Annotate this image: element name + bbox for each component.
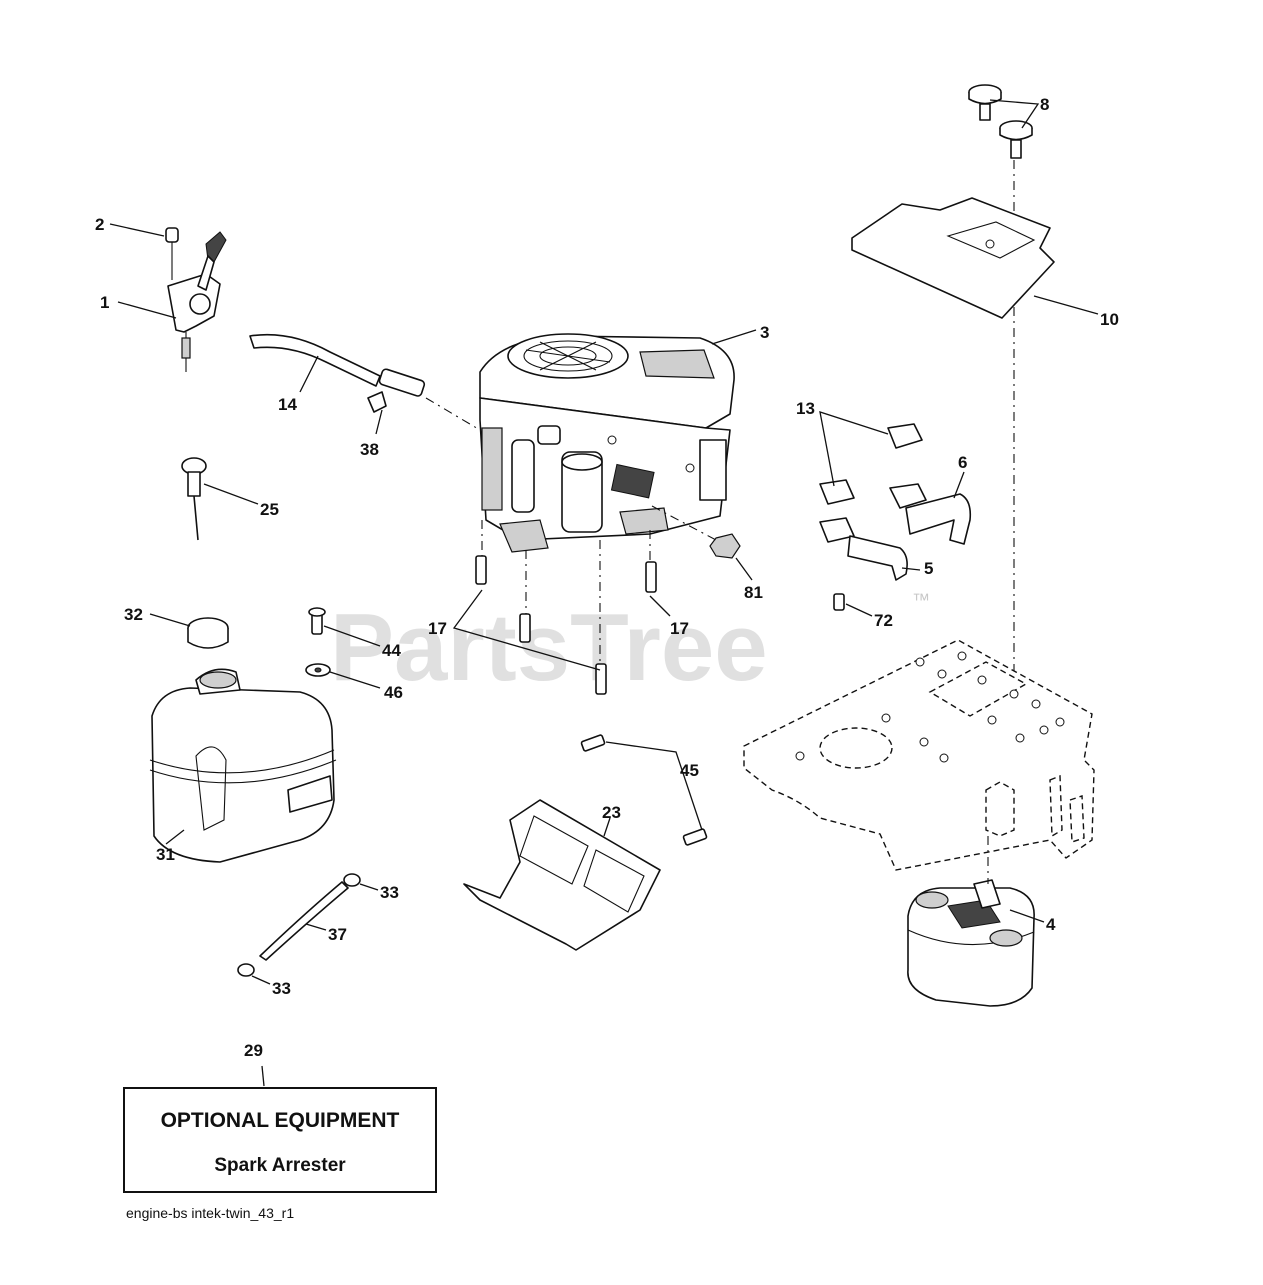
- callout-4: 4: [1046, 915, 1056, 934]
- part-38-fitting[interactable]: [367, 368, 426, 413]
- callout-31: 31: [156, 845, 175, 864]
- callout-81: 81: [744, 583, 763, 602]
- callout-25: 25: [260, 500, 279, 519]
- callout-6: 6: [958, 453, 967, 472]
- part-14-fuel-line[interactable]: [249, 333, 381, 387]
- callout-8: 8: [1040, 95, 1049, 114]
- part-10-heat-shield[interactable]: [851, 197, 1055, 319]
- callout-46: 46: [384, 683, 403, 702]
- part-6-exhaust-pipe[interactable]: [889, 483, 972, 545]
- part-5-exhaust-pipe[interactable]: [847, 535, 908, 581]
- frame-plate: [743, 639, 1095, 871]
- part-13-gaskets[interactable]: [819, 423, 923, 543]
- part-44-screw[interactable]: [308, 607, 326, 635]
- part-4-muffler[interactable]: [907, 879, 1035, 1007]
- part-37-fuel-hose[interactable]: [259, 881, 349, 961]
- part-2-screw[interactable]: [165, 227, 179, 280]
- callout-10: 10: [1100, 310, 1119, 329]
- part-1-throttle-control[interactable]: [167, 231, 227, 372]
- optional-equipment-title: OPTIONAL EQUIPMENT: [161, 1109, 400, 1132]
- callout-5: 5: [924, 559, 933, 578]
- callout-14: 14: [278, 395, 297, 414]
- part-33-clamps[interactable]: [237, 873, 361, 977]
- part-17-bolts[interactable]: [475, 555, 657, 695]
- callout-72: 72: [874, 611, 893, 630]
- callout-1: 1: [100, 293, 109, 312]
- part-46-washer[interactable]: [305, 663, 331, 677]
- callout-29: 29: [244, 1041, 263, 1060]
- callout-2: 2: [95, 215, 104, 234]
- watermark-text: PartsTree: [330, 594, 768, 701]
- part-32-fuel-cap[interactable]: [187, 617, 229, 649]
- part-81-nut[interactable]: [709, 533, 741, 559]
- trademark-symbol: ™: [912, 590, 930, 610]
- callout-33-top: 33: [380, 883, 399, 902]
- part-3-engine[interactable]: [479, 333, 735, 553]
- part-45-screws[interactable]: [580, 734, 708, 846]
- callout-38: 38: [360, 440, 379, 459]
- callout-32: 32: [124, 605, 143, 624]
- callout-33-bottom: 33: [272, 979, 291, 998]
- callout-44: 44: [382, 641, 401, 660]
- callout-37: 37: [328, 925, 347, 944]
- diagram-caption: engine-bs intek-twin_43_r1: [126, 1205, 294, 1221]
- callout-23: 23: [602, 803, 621, 822]
- callout-17-left: 17: [428, 619, 447, 638]
- optional-equipment-box: OPTIONAL EQUIPMENT Spark Arrester: [123, 1087, 437, 1193]
- part-25-dipstick[interactable]: [181, 457, 207, 541]
- callout-17-right: 17: [670, 619, 689, 638]
- part-23-shield[interactable]: [463, 799, 661, 951]
- callout-3: 3: [760, 323, 769, 342]
- callout-45: 45: [680, 761, 699, 780]
- part-8-bolts[interactable]: [968, 84, 1033, 159]
- part-31-fuel-tank[interactable]: [149, 668, 337, 863]
- callout-13: 13: [796, 399, 815, 418]
- part-72-screw[interactable]: [833, 593, 845, 611]
- optional-equipment-subtitle: Spark Arrester: [214, 1155, 346, 1176]
